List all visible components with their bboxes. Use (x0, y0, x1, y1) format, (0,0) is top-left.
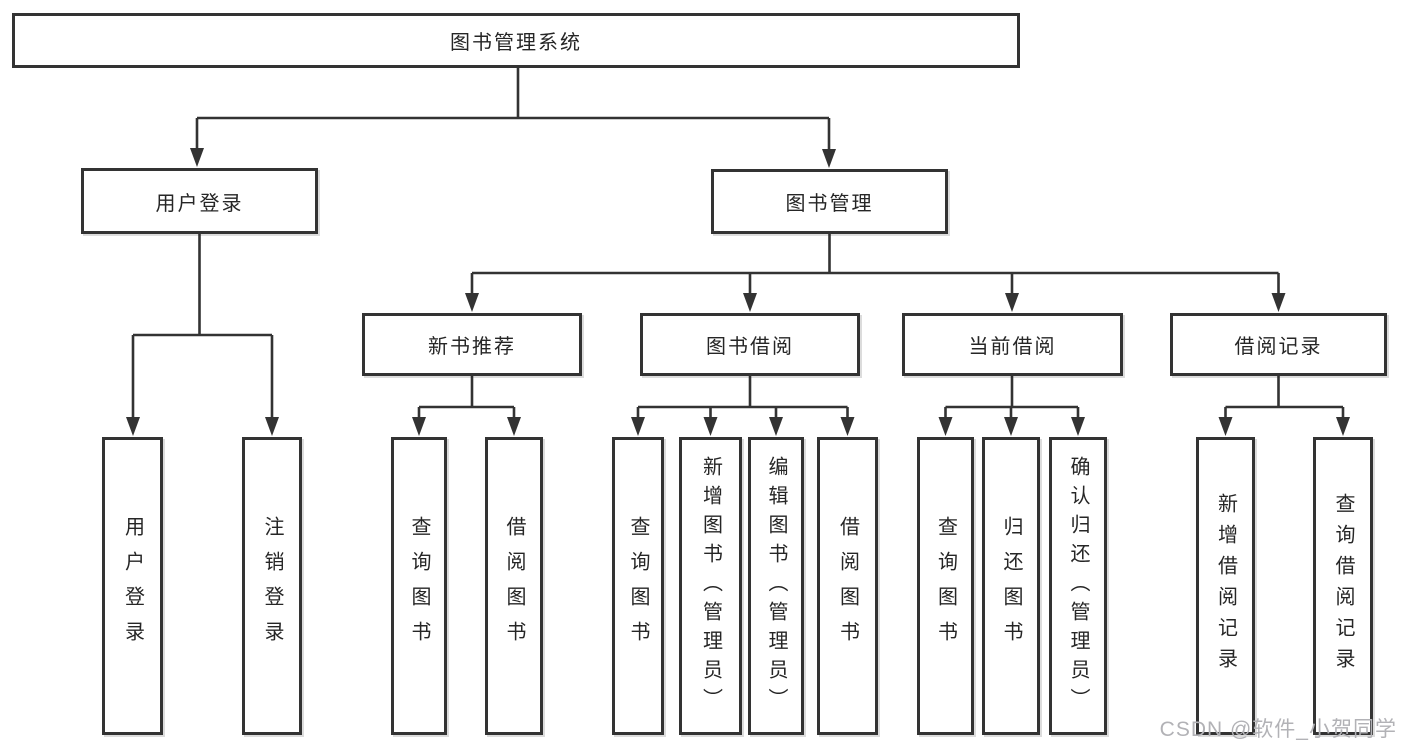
node-borrowing-records: 借阅记录 (1170, 313, 1387, 376)
leaf-edit-books-admin: 编辑图书（管理员） (748, 437, 804, 735)
leaf-query-books-current: 查询图书 (917, 437, 974, 735)
leaf-borrow-books-recommendation-label: 借阅图书 (503, 516, 525, 656)
leaf-logout: 注销登录 (242, 437, 302, 735)
leaf-query-books-current-label: 查询图书 (934, 516, 957, 656)
leaf-borrow-books-label: 借阅图书 (836, 516, 859, 656)
leaf-confirm-return-admin: 确认归还（管理员） (1049, 437, 1107, 735)
node-current-borrowing: 当前借阅 (902, 313, 1123, 376)
leaf-query-borrow-record: 查询借阅记录 (1313, 437, 1373, 735)
leaf-add-books-admin: 新增图书（管理员） (679, 437, 742, 735)
leaf-add-borrow-record: 新增借阅记录 (1196, 437, 1255, 735)
leaf-add-books-admin-label: 新增图书（管理员） (699, 455, 722, 717)
leaf-query-books-borrowing-label: 查询图书 (627, 516, 649, 656)
leaf-user-login-label: 用户登录 (121, 516, 144, 656)
node-book-management: 图书管理 (711, 169, 948, 234)
leaf-user-login: 用户登录 (102, 437, 163, 735)
tree-edges (131, 68, 1345, 423)
node-book-borrowing: 图书借阅 (640, 313, 860, 376)
leaf-query-books-recommendation: 查询图书 (391, 437, 447, 735)
leaf-confirm-return-admin-label: 确认归还（管理员） (1067, 455, 1089, 717)
leaf-borrow-books-recommendation: 借阅图书 (485, 437, 543, 735)
leaf-query-books-recommendation-label: 查询图书 (408, 516, 430, 656)
leaf-add-borrow-record-label: 新增借阅记录 (1214, 493, 1237, 679)
node-library-management-system: 图书管理系统 (12, 13, 1020, 68)
leaf-query-books-borrowing: 查询图书 (612, 437, 664, 735)
leaf-return-books-label: 归还图书 (1000, 516, 1022, 656)
leaf-edit-books-admin-label: 编辑图书（管理员） (765, 455, 787, 717)
node-new-book-recommendation: 新书推荐 (362, 313, 582, 376)
leaf-logout-label: 注销登录 (261, 516, 283, 656)
csdn-watermark: CSDN @软件_小贺同学 (1159, 718, 1397, 741)
leaf-query-borrow-record-label: 查询借阅记录 (1332, 493, 1354, 679)
leaf-borrow-books: 借阅图书 (817, 437, 878, 735)
node-user-login: 用户登录 (81, 168, 318, 234)
leaf-return-books: 归还图书 (982, 437, 1040, 735)
